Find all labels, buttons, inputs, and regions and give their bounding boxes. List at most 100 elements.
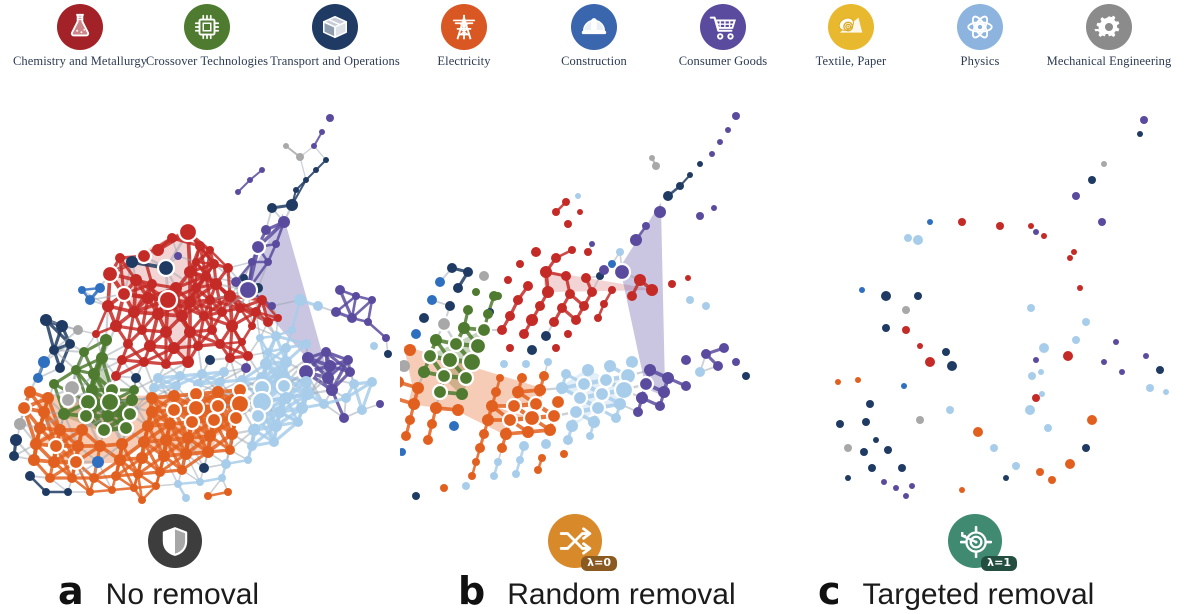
network-node (468, 336, 488, 356)
network-node (177, 221, 199, 243)
network-node (440, 350, 460, 370)
network-node (552, 208, 560, 216)
legend-item-label: Crossover Technologies (145, 54, 269, 68)
network-node (278, 216, 290, 228)
network-node (249, 407, 267, 425)
network-node (400, 360, 410, 372)
shield-icon (148, 514, 202, 568)
network-node (577, 209, 583, 215)
network-node (494, 458, 502, 466)
network-node (564, 220, 572, 228)
network-node (652, 162, 660, 170)
network-panel-a (0, 104, 400, 534)
network-node (79, 347, 89, 357)
network-node (717, 139, 723, 145)
network-node (28, 454, 40, 466)
network-node (1140, 116, 1148, 124)
network-node (182, 494, 190, 502)
network-graph-a (9, 114, 392, 504)
network-node (626, 356, 638, 368)
network-node (1025, 405, 1035, 415)
network-node (400, 448, 406, 456)
network-node (142, 420, 154, 432)
network-node (199, 311, 209, 321)
network-node (326, 114, 334, 122)
network-node (249, 238, 267, 256)
network-node (326, 384, 338, 396)
network-node (1087, 415, 1097, 425)
network-node (280, 392, 292, 404)
network-node (973, 427, 983, 437)
network-node (261, 225, 271, 235)
network-node (139, 357, 149, 367)
network-node (412, 382, 424, 394)
network-node (146, 406, 158, 418)
network-node (133, 469, 143, 479)
network-panel-b (400, 104, 800, 534)
network-node (45, 473, 55, 483)
network-node (430, 334, 442, 346)
network-node (135, 247, 153, 265)
network-node (549, 393, 567, 411)
network-node (209, 259, 219, 269)
network-node (38, 406, 50, 418)
network-node (862, 418, 870, 426)
network-node (452, 404, 464, 416)
network-node (158, 450, 170, 462)
network-node (95, 283, 105, 293)
network-node (123, 339, 133, 349)
network-node (500, 428, 512, 440)
network-panel-c (800, 104, 1200, 534)
network-node (99, 391, 121, 413)
network-node (463, 305, 473, 315)
network-node (303, 177, 309, 183)
network-node (427, 295, 437, 305)
network-node (1101, 359, 1107, 365)
shuffle-icon: λ=0 (548, 514, 617, 571)
network-node (271, 331, 281, 341)
network-node (561, 271, 571, 281)
atom-icon (957, 4, 1003, 50)
flask-icon (57, 4, 103, 50)
legend-item-label: Mechanical Engineering (1046, 54, 1172, 68)
network-node (855, 377, 861, 383)
network-node (349, 379, 359, 389)
network-node (248, 322, 256, 330)
network-node (599, 265, 609, 275)
network-node (339, 413, 349, 423)
network-node (115, 285, 133, 303)
network-node (244, 456, 252, 464)
network-node (541, 439, 551, 449)
network-node (1044, 424, 1052, 432)
network-node (486, 400, 498, 412)
network-node (319, 129, 325, 135)
legend-item-crossover: Crossover Technologies (137, 4, 277, 69)
network-node (89, 473, 99, 483)
network-node (33, 373, 43, 383)
network-node (500, 360, 508, 368)
network-node (538, 454, 546, 462)
network-node (634, 274, 646, 286)
network-node (633, 407, 643, 417)
network-node (126, 256, 138, 268)
network-node (209, 397, 227, 415)
network-node (48, 456, 60, 468)
network-node (71, 365, 81, 375)
network-node (497, 443, 507, 453)
network-node (235, 189, 241, 195)
network-node (1012, 462, 1020, 470)
network-node (117, 419, 135, 437)
network-node (294, 294, 306, 306)
network-node (430, 402, 442, 414)
network-node (225, 353, 235, 363)
network-node (1033, 357, 1039, 363)
network-node (1063, 351, 1073, 361)
network-node (942, 348, 950, 356)
network-node (845, 475, 851, 481)
network-node (149, 383, 159, 393)
network-node (742, 372, 750, 380)
network-node (440, 484, 448, 492)
network-node (121, 405, 139, 423)
network-node (319, 399, 329, 409)
